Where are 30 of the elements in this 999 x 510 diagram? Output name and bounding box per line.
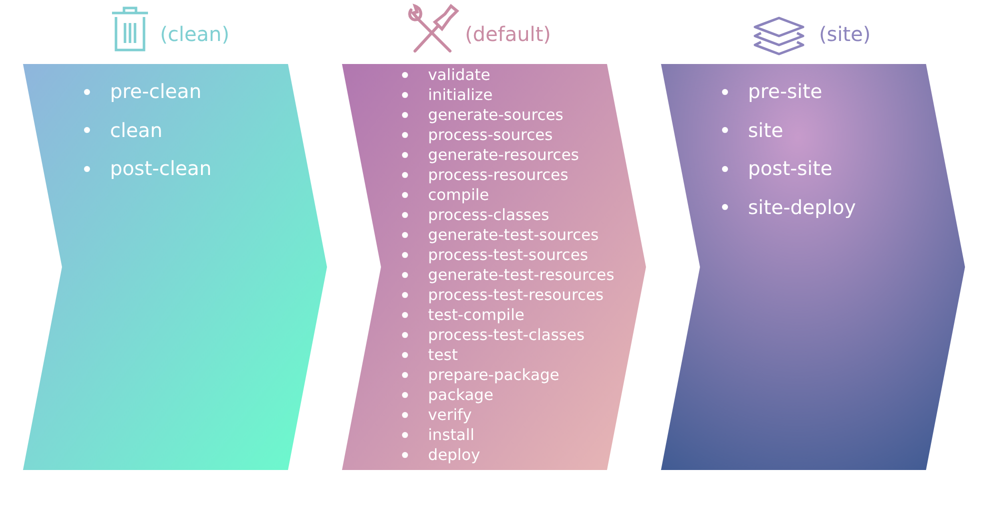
phase-name: compile [428,186,490,204]
phase-name: generate-test-sources [428,226,599,244]
phase-name: site [748,118,784,142]
phase-name: test-compile [428,306,524,324]
phase-name: install [428,426,474,444]
phase-name: generate-sources [428,106,564,124]
phase-name: generate-test-resources [428,266,614,284]
phase-name: process-test-sources [428,246,588,264]
phase-name: site-deploy [748,196,856,218]
phase-name: clean [110,118,162,142]
phase-name: test [428,346,458,364]
lifecycle-title: (default) [465,22,551,46]
lifecycle-title: (clean) [160,22,230,46]
phase-name: process-resources [428,166,568,184]
phase-name: package [428,386,494,404]
phase-name: deploy [428,446,480,464]
phase-name: post-site [748,157,832,180]
phase-name: post-clean [110,157,212,180]
phase-name: pre-clean [110,80,202,103]
phase-name: validate [428,66,490,84]
phase-name: prepare-package [428,366,560,384]
phase-name: process-test-classes [428,326,585,344]
phase-name: process-classes [428,206,550,224]
phase-name: initialize [428,86,493,104]
phase-name: pre-site [748,80,822,103]
phase-name: process-sources [428,126,553,144]
phase-name: generate-resources [428,146,579,164]
phase-name: process-test-resources [428,286,604,304]
lifecycle-title: (site) [819,22,871,46]
phase-name: verify [428,406,472,424]
